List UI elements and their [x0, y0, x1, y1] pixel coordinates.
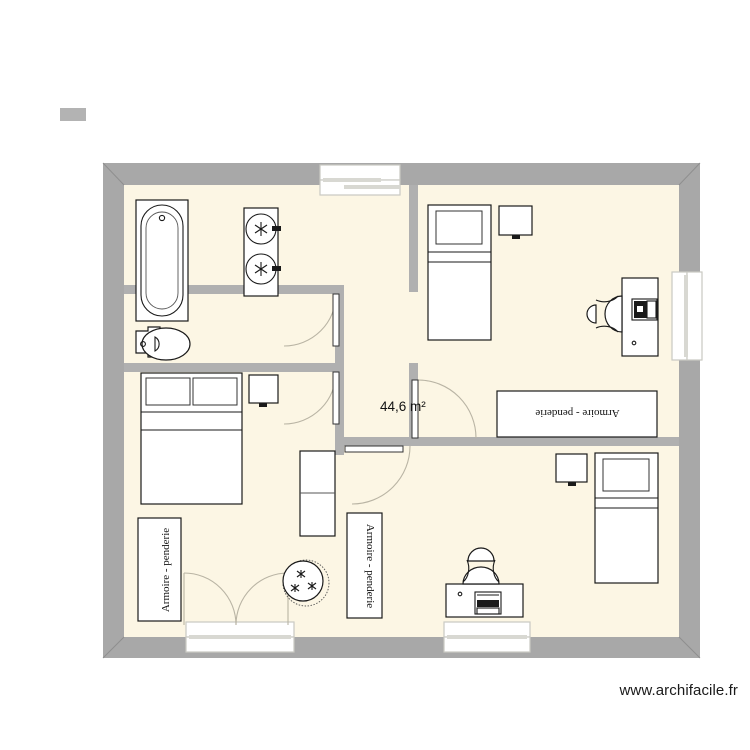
- desk[interactable]: [621, 277, 659, 357]
- selection-handle[interactable]: [60, 108, 86, 121]
- nightstand[interactable]: [555, 453, 588, 486]
- room-area-label: 44,6 m²: [380, 399, 426, 414]
- bedroom-right-door[interactable]: [411, 379, 477, 439]
- armoire-right[interactable]: [496, 390, 658, 438]
- computer-icon: [474, 591, 502, 615]
- armoire-middle-label: Armoire - penderie: [364, 523, 376, 609]
- bathtub[interactable]: [135, 199, 189, 322]
- round-table[interactable]: [282, 559, 330, 607]
- bathroom-fixtures[interactable]: [135, 199, 281, 361]
- hallway-door-left[interactable]: [283, 371, 340, 425]
- toilet[interactable]: [135, 326, 191, 361]
- exterior-walls: [102, 162, 701, 659]
- armoire-middle[interactable]: [346, 512, 383, 619]
- windows[interactable]: [185, 164, 703, 653]
- chair[interactable]: [586, 295, 623, 333]
- computer-icon: [631, 298, 658, 321]
- bed[interactable]: [594, 452, 659, 584]
- nightstand[interactable]: [498, 205, 533, 239]
- site-watermark: www.archifacile.fr: [619, 682, 738, 699]
- bedroom-top-right-furniture[interactable]: [427, 204, 659, 357]
- bathroom-door[interactable]: [283, 293, 340, 347]
- bedroom-bottom-right-furniture[interactable]: [445, 452, 659, 618]
- bed[interactable]: [427, 204, 492, 341]
- right-wall-window[interactable]: [671, 271, 703, 361]
- top-wall-window[interactable]: [319, 164, 401, 196]
- hallway-door-bottom[interactable]: [344, 445, 411, 505]
- bottom-wall-window-left[interactable]: [185, 621, 295, 653]
- faucet-icon: [254, 262, 281, 276]
- armoire-bottom-left-label: Armoire - penderie: [160, 527, 172, 613]
- sink-unit[interactable]: [243, 207, 281, 297]
- double-bed[interactable]: [140, 372, 243, 505]
- nightstand[interactable]: [248, 374, 279, 407]
- bedroom-bottom-left-furniture[interactable]: [137, 372, 383, 622]
- armoire-bottom-left[interactable]: [137, 517, 182, 622]
- doors[interactable]: [183, 293, 477, 626]
- chair[interactable]: [462, 547, 500, 585]
- armoire-right-label: Armoire - penderie: [535, 407, 620, 419]
- wall-corner-bevels: [102, 162, 701, 659]
- desk[interactable]: [445, 583, 524, 618]
- flower-icon: [290, 570, 317, 592]
- faucet-icon: [254, 222, 281, 236]
- bottom-wall-window-right[interactable]: [443, 621, 531, 653]
- wardrobe[interactable]: [299, 450, 336, 537]
